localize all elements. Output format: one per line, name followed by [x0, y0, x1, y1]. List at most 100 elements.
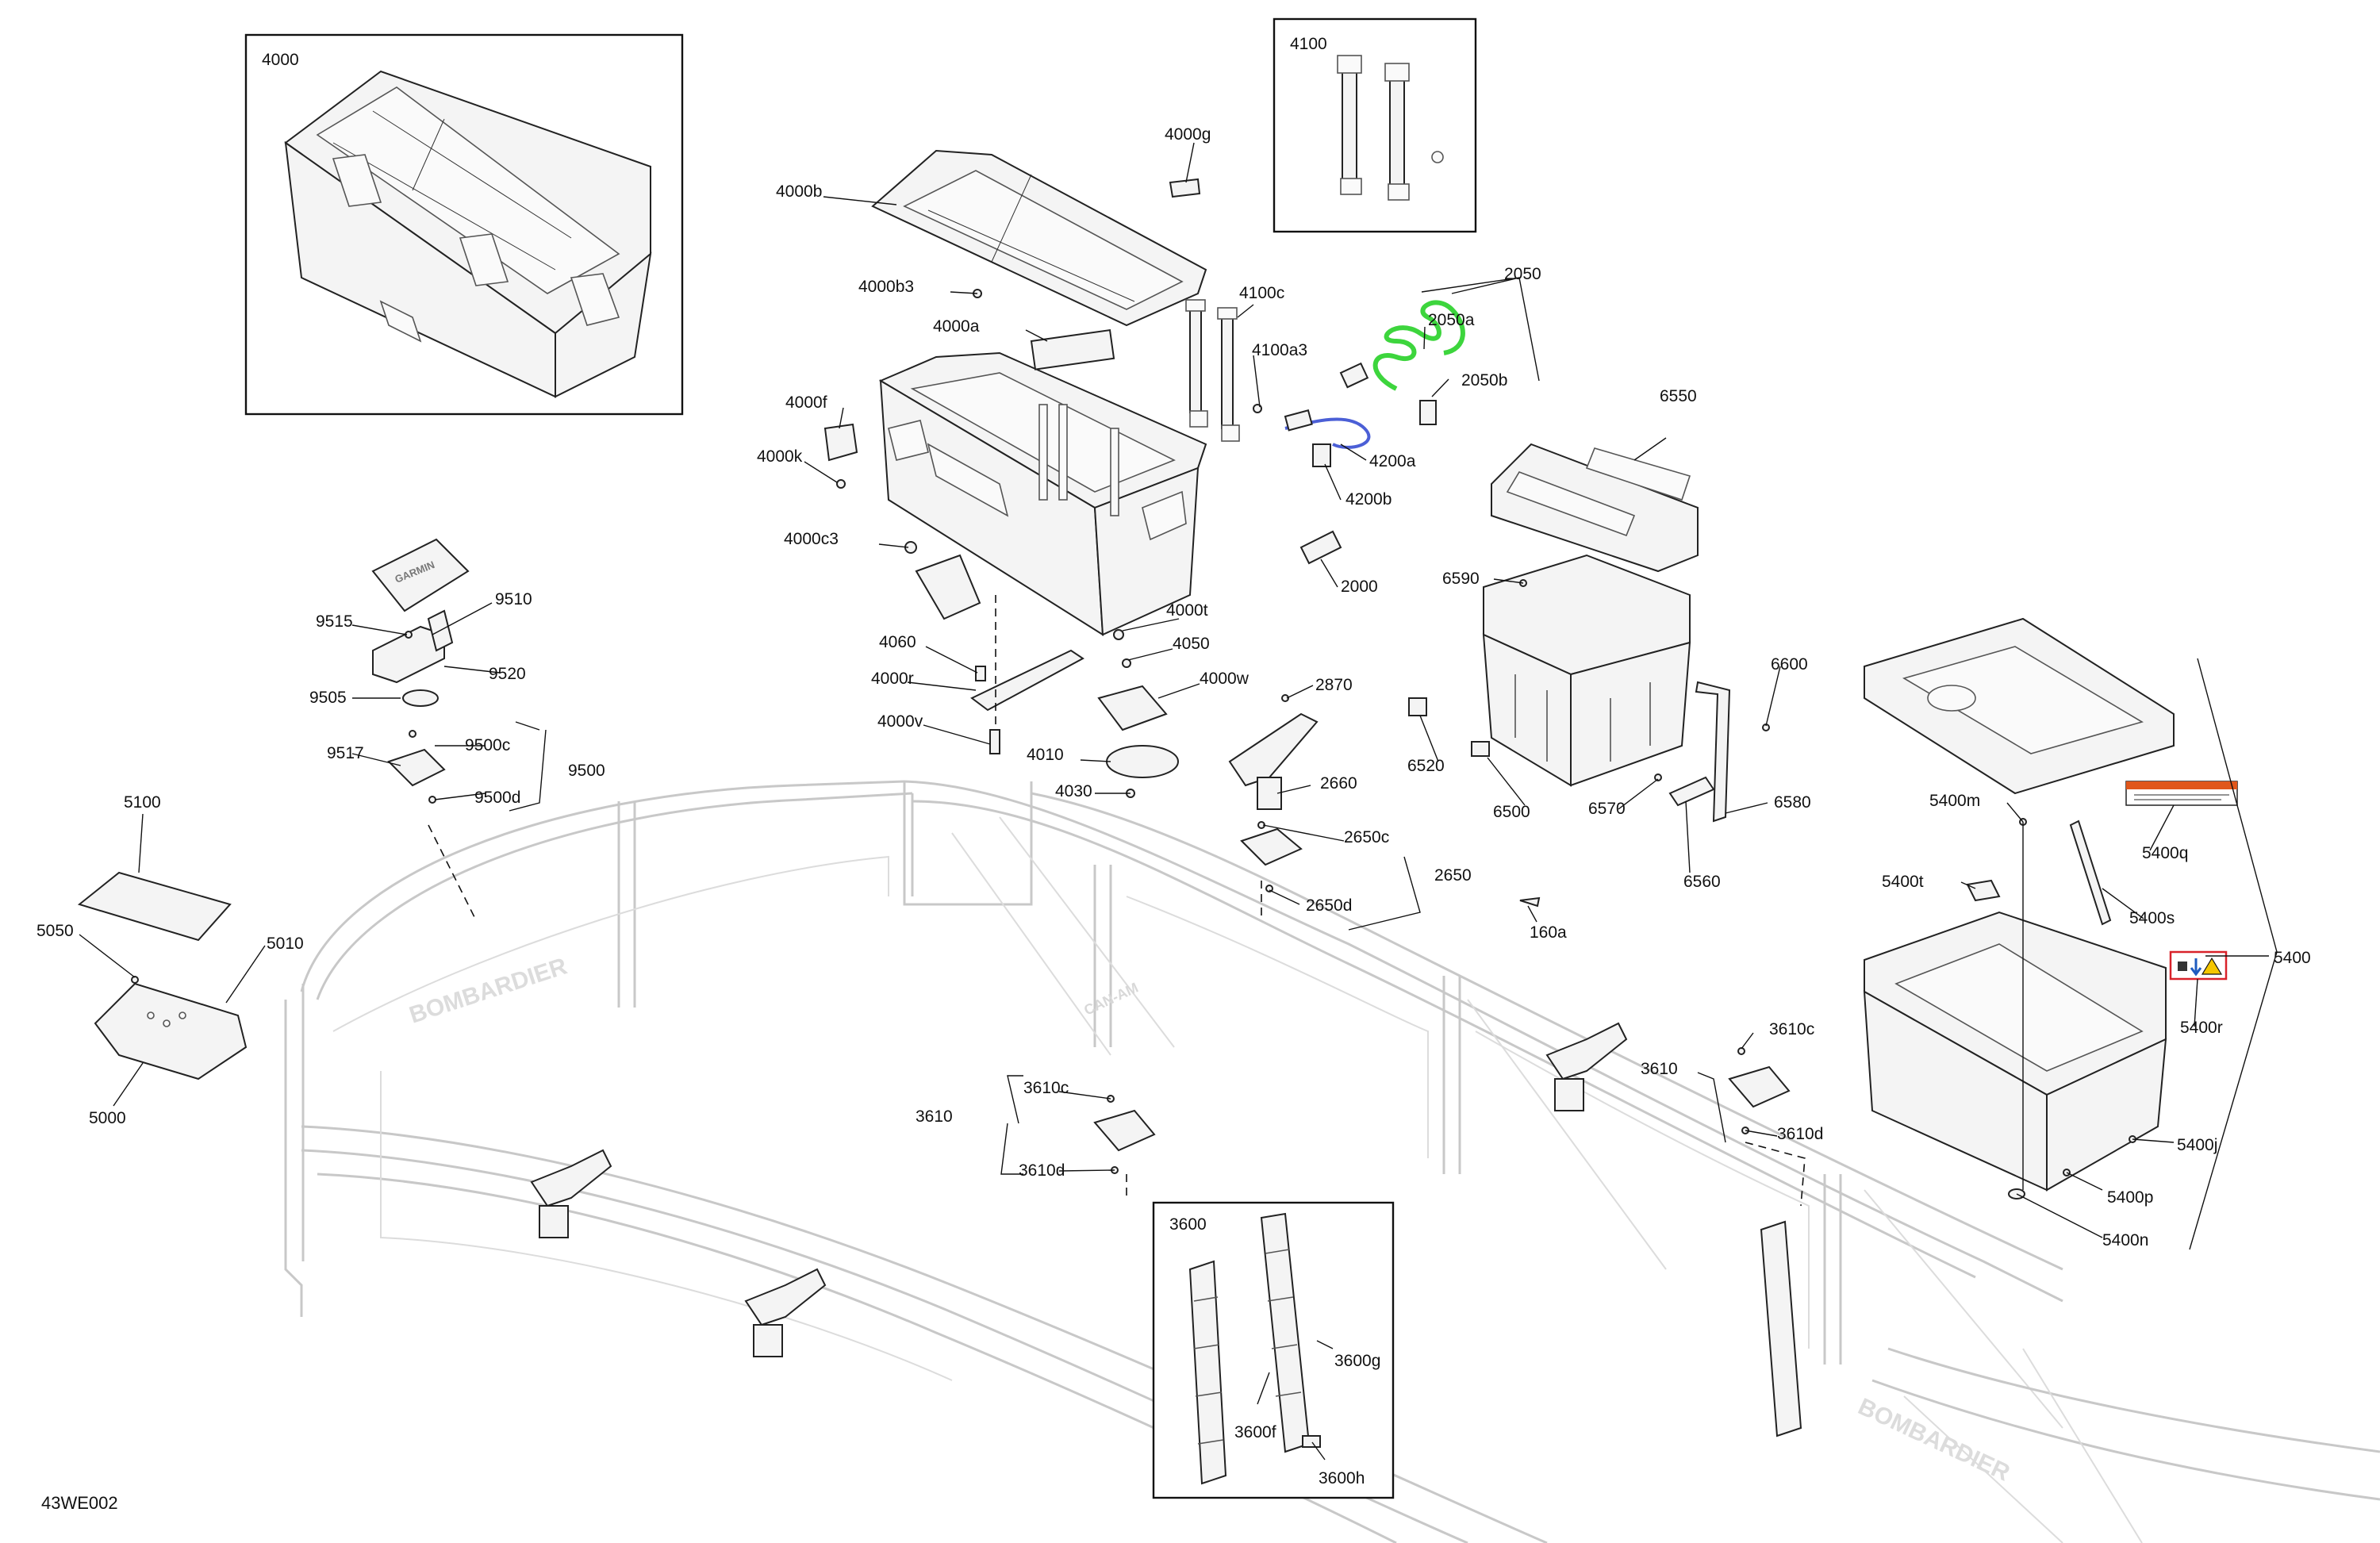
plate-5000-assembly [77, 871, 248, 1080]
callout-5400r: 5400r [2180, 1019, 2223, 1037]
callout-4100a3: 4100a3 [1252, 341, 1307, 359]
callout-9500d: 9500d [474, 789, 520, 807]
callout-9520: 9520 [489, 665, 526, 683]
rear-brand-text: BOMBARDIER [1854, 1393, 2014, 1486]
cooler-small-parts [823, 178, 1201, 798]
inset-box-3600: 3600 [1152, 1201, 1395, 1499]
callout-4060: 4060 [879, 633, 916, 651]
callout-2050b: 2050b [1461, 371, 1507, 390]
part-5100-plate [77, 871, 232, 942]
callout-9515: 9515 [316, 612, 353, 631]
callout-4200a: 4200a [1369, 452, 1416, 470]
warning-label-5400q [2125, 781, 2238, 806]
callout-9517: 9517 [327, 744, 364, 762]
callout-6570: 6570 [1588, 800, 1626, 818]
callout-2660: 2660 [1320, 774, 1357, 793]
dashed-assembly-lines [428, 595, 1806, 1207]
callout-5000: 5000 [89, 1109, 126, 1127]
callout-9500c: 9500c [465, 736, 510, 754]
rod-holder-pair-illustration [1337, 55, 1444, 201]
callout-labels: 4000g 4000b 4000b3 4000a 4000f 4000k 400… [36, 125, 2311, 1487]
callout-9510: 9510 [495, 590, 532, 608]
document-code: 43WE002 [41, 1493, 118, 1513]
storage-box-5400-assembly [1863, 617, 2238, 1199]
callout-4000b3: 4000b3 [858, 278, 914, 296]
cable-highlight-blue [1284, 409, 1371, 467]
part-5000-base [94, 982, 248, 1080]
rail-mounted-rod-holders [530, 1022, 1802, 1437]
callout-3610d-right: 3610d [1777, 1125, 1823, 1143]
callout-4050: 4050 [1173, 635, 1210, 653]
rod-holders-loose [1185, 299, 1262, 442]
callout-4000c3: 4000c3 [784, 530, 839, 548]
callout-4000r: 4000r [871, 670, 914, 688]
callout-6590: 6590 [1442, 570, 1480, 588]
callout-3610-right: 3610 [1641, 1060, 1678, 1078]
side-brand-text: BOMBARDIER [406, 953, 570, 1028]
callout-4000f: 4000f [785, 393, 827, 412]
callout-4000b: 4000b [776, 182, 822, 201]
green-spring-path [1372, 300, 1465, 391]
rod-holder-3610-right [1728, 1047, 1791, 1134]
leader-lines [79, 142, 2278, 1250]
callout-4100c: 4100c [1239, 284, 1284, 302]
callout-2650c: 2650c [1344, 828, 1389, 846]
cooler-assembled-illustration [284, 70, 652, 398]
callout-5400j: 5400j [2177, 1136, 2217, 1154]
inset-4000-label: 4000 [262, 51, 299, 69]
callout-5050: 5050 [36, 922, 74, 940]
callout-3600h: 3600h [1319, 1469, 1365, 1487]
callout-3600g: 3600g [1334, 1352, 1380, 1370]
callout-2650d: 2650d [1306, 896, 1352, 915]
cooler-body-part [878, 351, 1207, 636]
rod-rack-illustration [1188, 1212, 1334, 1485]
callout-9505: 9505 [309, 689, 347, 707]
inset-box-4100: 4100 [1273, 17, 1477, 233]
callout-5400p: 5400p [2107, 1188, 2153, 1207]
cooler-lid-part [871, 149, 1207, 327]
callout-3610c-right: 3610c [1769, 1020, 1814, 1038]
callout-3610d-left: 3610d [1019, 1161, 1065, 1180]
spring-highlight-green [1339, 300, 1465, 425]
callout-5400t: 5400t [1882, 873, 1924, 891]
callout-4000k: 4000k [757, 447, 803, 466]
callout-5100: 5100 [124, 793, 161, 812]
callout-4010: 4010 [1027, 746, 1064, 764]
callout-4200b: 4200b [1345, 490, 1392, 509]
inset-3600-label: 3600 [1169, 1215, 1207, 1234]
callout-5400s: 5400s [2129, 909, 2175, 927]
callout-6550: 6550 [1660, 387, 1697, 405]
callout-5400: 5400 [2274, 949, 2311, 967]
callout-4000w: 4000w [1200, 670, 1250, 688]
part-2000-knob [1299, 530, 1342, 565]
callout-6580: 6580 [1774, 793, 1811, 812]
callout-5010: 5010 [267, 935, 304, 953]
callout-2000: 2000 [1341, 578, 1378, 596]
callout-3610-left: 3610 [916, 1107, 953, 1126]
callout-2870: 2870 [1315, 676, 1353, 694]
callout-2050a: 2050a [1428, 311, 1475, 329]
callout-6560: 6560 [1683, 873, 1721, 891]
callout-6600: 6600 [1771, 655, 1808, 674]
rod-holder-3610-left [1093, 1095, 1156, 1174]
callout-4000v: 4000v [877, 712, 923, 731]
callout-9500: 9500 [568, 762, 605, 780]
rod-holder-2650-assembly [1228, 694, 1319, 892]
callout-160a: 160a [1530, 923, 1567, 942]
callout-2650: 2650 [1434, 866, 1472, 885]
callout-2050: 2050 [1504, 265, 1541, 283]
callout-5400n: 5400n [2102, 1231, 2148, 1249]
callout-6520: 6520 [1407, 757, 1445, 775]
callout-3600f: 3600f [1234, 1423, 1276, 1441]
callout-4000t: 4000t [1166, 601, 1208, 620]
callout-6500: 6500 [1493, 803, 1530, 821]
storage-tray-assembly [1408, 443, 1770, 908]
inset-4100-label: 4100 [1290, 35, 1327, 53]
callout-5400q: 5400q [2142, 844, 2188, 862]
callout-4030: 4030 [1055, 782, 1092, 800]
callout-4000g: 4000g [1165, 125, 1211, 144]
gps-mount-9500-assembly: GARMIN [371, 538, 470, 804]
callout-3610c-left: 3610c [1023, 1079, 1069, 1097]
gps-device [371, 538, 470, 612]
